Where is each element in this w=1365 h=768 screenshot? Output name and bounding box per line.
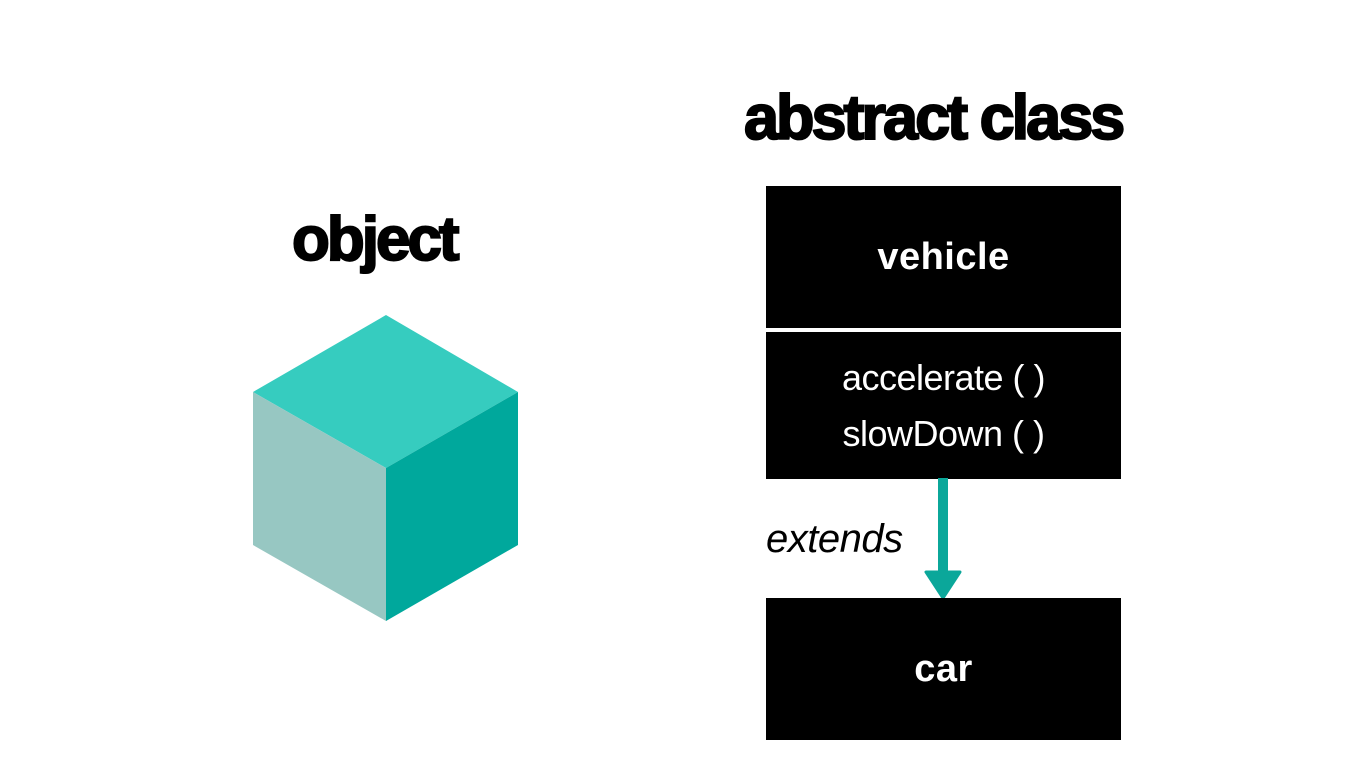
car-class-name: car [914,647,973,690]
extends-arrow-icon [924,478,962,600]
object-heading: object [291,204,461,275]
cube-right-face [386,392,518,621]
abstract-class-heading: abstract class [743,82,1126,154]
vehicle-class-name: vehicle [877,235,1010,278]
cube-top-face [253,315,518,468]
vehicle-methods-box: accelerate ( ) slowDown ( ) [766,332,1121,479]
method-slowdown: slowDown ( ) [842,412,1045,454]
cube-left-face [253,392,386,621]
vehicle-class-box: vehicle [766,186,1121,328]
extends-label: extends [766,517,903,561]
method-accelerate: accelerate ( ) [841,356,1046,398]
cube-icon [253,315,518,621]
car-class-box: car [766,598,1121,740]
